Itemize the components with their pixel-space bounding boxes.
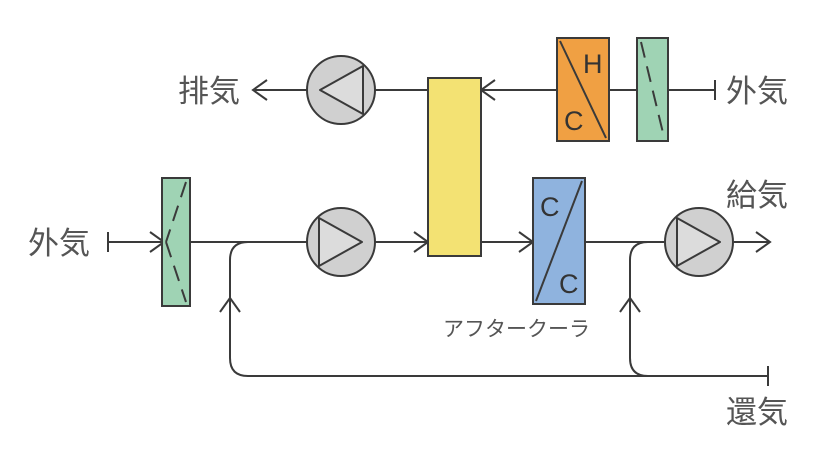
top-duct-lines	[255, 80, 716, 100]
supply-arrow-icon	[755, 231, 772, 253]
heat-exchanger	[427, 77, 482, 257]
aftercooler-label: アフタークーラ	[443, 317, 590, 341]
outdoor-left-label: 外気	[28, 226, 90, 262]
aftercooler-lower-letter: C	[559, 269, 579, 299]
left-filter-icon	[161, 177, 191, 307]
top-coil-upper-letter: H	[583, 49, 603, 79]
exhaust-fan-icon	[306, 55, 376, 125]
supply-fan-icon	[306, 207, 376, 277]
outdoor-top-label: 外気	[726, 74, 788, 110]
return-up-arrow-left-icon	[219, 296, 241, 313]
return-duct-lines	[229, 241, 769, 386]
aftercooler-upper-letter: C	[540, 192, 560, 222]
return-up-arrow-right-icon	[619, 296, 641, 313]
return-label: 還気	[726, 395, 788, 431]
supply-duct-lines	[107, 232, 770, 252]
heating-cooling-coil-icon	[556, 37, 610, 142]
aftercooler-coil-icon	[532, 177, 586, 305]
booster-fan-icon	[664, 207, 734, 277]
top-coil-lower-letter: C	[564, 106, 584, 136]
supply-label: 給気	[726, 178, 788, 214]
exhaust-arrow-icon	[251, 79, 268, 101]
exhaust-label: 排気	[178, 74, 240, 110]
top-filter-icon	[636, 37, 669, 142]
